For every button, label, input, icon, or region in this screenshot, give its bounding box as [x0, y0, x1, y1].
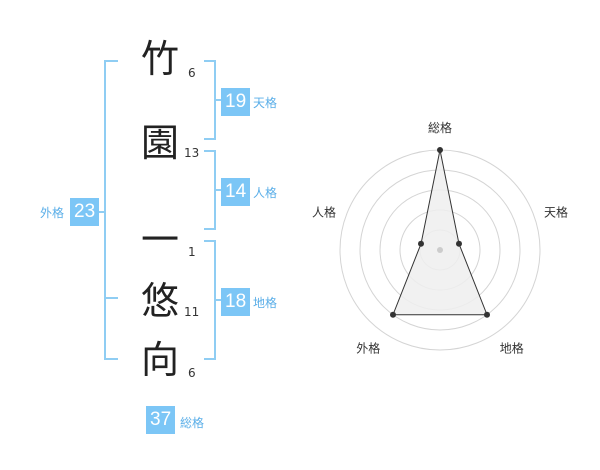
- name-char-4: 悠: [140, 279, 179, 323]
- gaikaku-value: 23: [70, 198, 100, 226]
- stroke-count-4: 11: [184, 305, 200, 319]
- name-char-5: 向: [140, 338, 179, 382]
- stroke-count-5: 6: [188, 366, 196, 380]
- radar-axis-label-4: 外格: [356, 341, 380, 356]
- radar-axis-label-1: 総格: [428, 120, 452, 135]
- radar-series-area: [392, 149, 488, 316]
- chikaku-value: 18: [221, 288, 251, 316]
- radar-axis-label-5: 人格: [312, 204, 336, 219]
- jinkaku-bracket-tick: [215, 189, 221, 191]
- radar-axis-label-3: 地格: [500, 341, 524, 356]
- tenkaku-label: 天格: [253, 96, 278, 110]
- gaikaku-label: 外格: [40, 206, 65, 220]
- radar-axis-label-2: 天格: [544, 204, 568, 219]
- gaikaku-bracket-divider: [104, 297, 118, 299]
- soukaku-label: 総格: [180, 416, 205, 430]
- name-char-1: 竹: [140, 37, 179, 81]
- tenkaku-value: 19: [221, 88, 251, 116]
- name-char-3: 一: [140, 218, 179, 262]
- jinkaku-value: 14: [221, 178, 251, 206]
- stroke-count-3: 1: [188, 245, 196, 259]
- radar-point-5: [418, 240, 424, 247]
- name-char-2: 園: [140, 121, 179, 165]
- stroke-count-1: 6: [188, 66, 196, 80]
- radar-point-4: [390, 311, 396, 318]
- stroke-count-2: 13: [184, 146, 200, 160]
- soukaku-value: 37: [146, 406, 176, 434]
- tenkaku-bracket-tick: [215, 99, 221, 101]
- gaikaku-bracket: [104, 60, 118, 360]
- radar-point-3: [484, 311, 490, 318]
- radar-point-2: [456, 240, 462, 247]
- jinkaku-label: 人格: [253, 186, 278, 200]
- radar-center-point: [437, 247, 443, 253]
- chikaku-label: 地格: [253, 296, 278, 310]
- radar-point-1: [437, 147, 443, 153]
- chikaku-bracket-tick: [215, 299, 221, 301]
